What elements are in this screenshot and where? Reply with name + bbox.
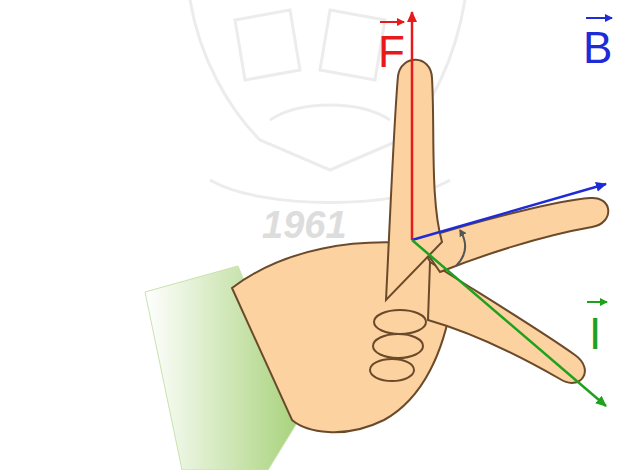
folded-fingers	[370, 310, 426, 381]
force-vector	[411, 12, 414, 240]
hand-palm	[232, 242, 452, 432]
index-finger	[418, 198, 608, 272]
field-vector	[412, 184, 606, 240]
watermark-text: 1961	[262, 206, 347, 244]
current-vector	[412, 240, 606, 406]
rotation-arc	[456, 230, 465, 266]
current-label: I	[589, 312, 601, 356]
middle-finger	[428, 262, 585, 383]
thumb	[386, 60, 442, 300]
field-label: B	[583, 26, 612, 70]
vector-arrow	[587, 301, 607, 303]
force-label: F	[378, 30, 405, 74]
vector-arrow	[586, 17, 612, 19]
vector-arrow	[380, 21, 404, 23]
